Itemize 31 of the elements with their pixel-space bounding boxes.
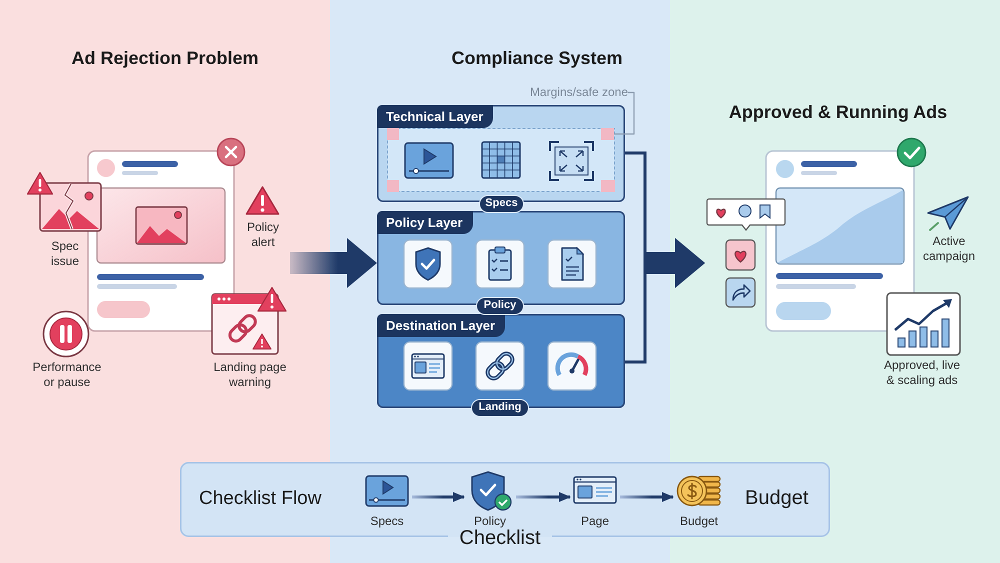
- section-title: Ad Rejection Problem: [70, 47, 260, 69]
- section-title: Approved & Running Ads: [728, 101, 948, 123]
- block-arrow: [290, 238, 377, 288]
- arrow: [516, 492, 571, 502]
- arrow: [620, 492, 674, 502]
- caption-text: Landing page warning: [212, 360, 288, 390]
- layer-header: Destination Layer: [377, 314, 506, 337]
- caption-text: Policy alert: [246, 220, 280, 250]
- caption-text: Spec issue: [50, 239, 80, 269]
- leader-label: Margins/safe zone: [520, 85, 628, 100]
- panel-heading: Budget: [745, 487, 808, 510]
- layer-tag: Specs: [479, 195, 524, 213]
- leader-line: [614, 92, 635, 135]
- ad-post-card: [705, 150, 915, 332]
- panel-heading: Checklist Flow: [199, 488, 322, 510]
- step-caption: Specs: [369, 514, 405, 528]
- section-title: Compliance System: [450, 47, 624, 69]
- caption-text: Active campaign: [922, 234, 976, 264]
- layer-tag: Landing: [471, 399, 529, 417]
- step-caption: Budget: [678, 514, 720, 528]
- caption-text: Approved, live & scaling ads: [882, 358, 962, 388]
- arrow: [412, 492, 465, 502]
- block-arrow: [625, 238, 705, 364]
- layer-header: Technical Layer: [377, 105, 494, 128]
- caption-text: Performance or pause: [32, 360, 102, 390]
- panel-caption: Checklist: [458, 527, 542, 550]
- layer-header: Policy Layer: [377, 211, 473, 234]
- layer-tag: Policy: [476, 297, 524, 315]
- ad-post-card: [87, 150, 235, 332]
- step-caption: Page: [580, 514, 610, 528]
- step-caption: Policy: [472, 514, 507, 528]
